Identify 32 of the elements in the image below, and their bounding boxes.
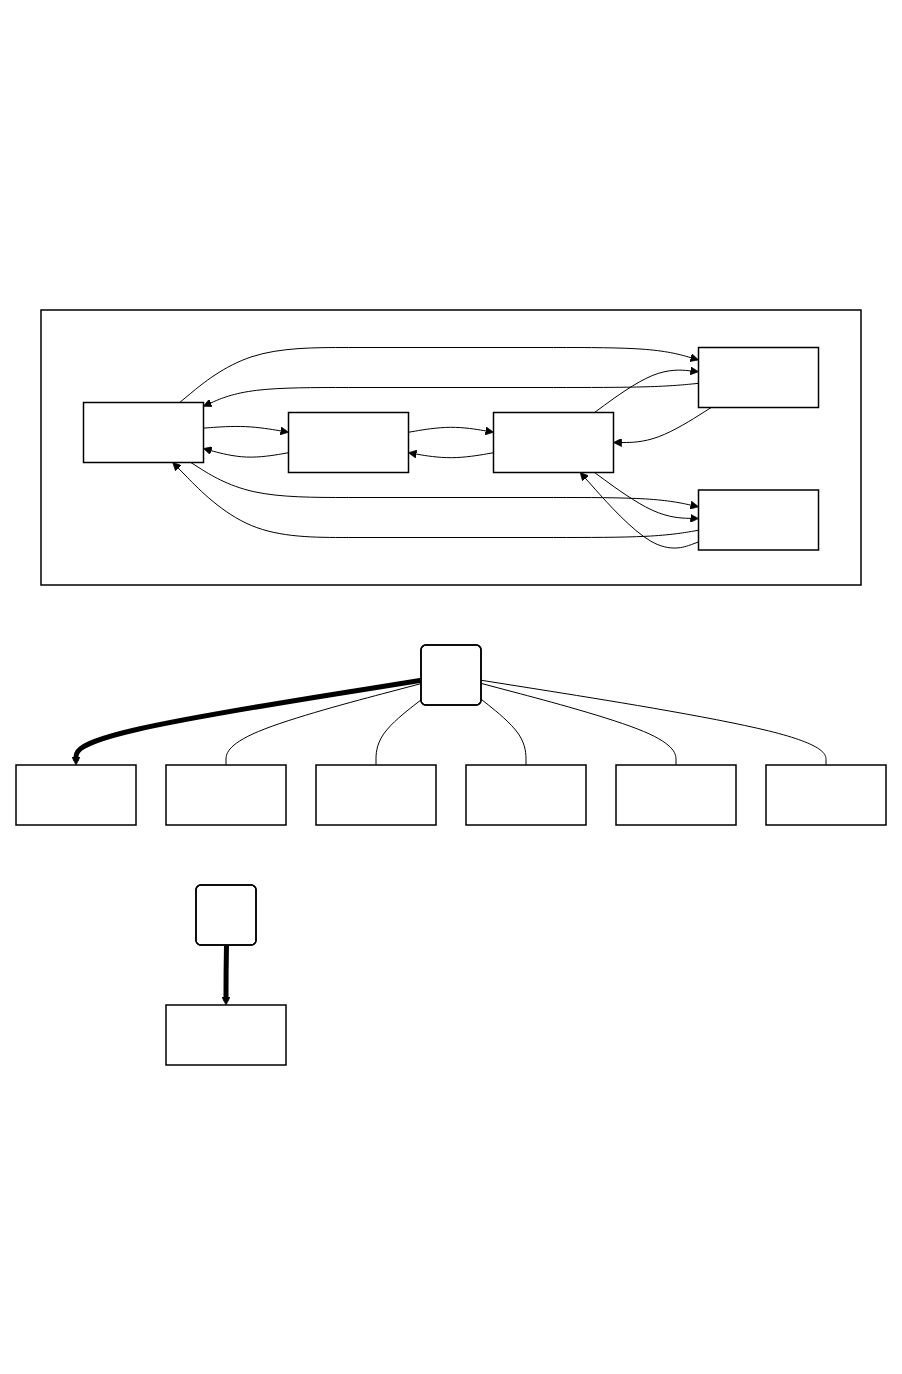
connector [375,698,422,765]
arrow [408,426,494,435]
node-box [697,346,820,408]
arrow [203,382,699,407]
arrow [594,471,699,523]
arrow [71,677,422,765]
node-box [465,763,587,826]
node-box [765,763,887,826]
arrow [579,471,699,548]
arrow [179,346,699,403]
connector [481,679,827,765]
arrow [408,449,494,458]
node-box [615,763,737,826]
arrow [203,445,289,458]
arrow [172,461,699,538]
node-box [697,488,820,551]
node-box [315,763,437,826]
node-box [82,401,205,463]
cluster [40,308,862,586]
node-box [165,1003,287,1066]
node-box [287,411,410,473]
arrow [594,366,699,413]
node-box [492,411,615,473]
connector [481,698,527,765]
arrow [613,406,712,447]
node-box [15,763,137,826]
connector [225,682,422,765]
arrow [221,944,231,1005]
arrow [190,461,699,509]
node-box [165,763,287,826]
arrow [203,425,289,435]
connector [481,682,677,765]
